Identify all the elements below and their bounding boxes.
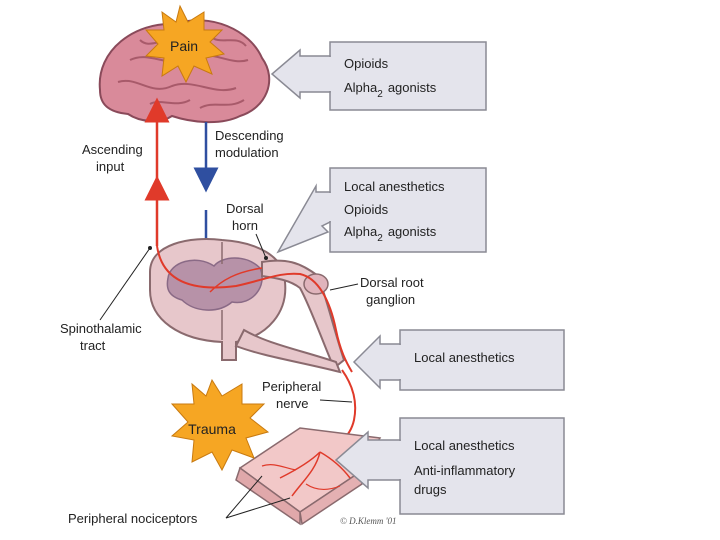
brain-box-line1: Opioids [344,56,389,71]
ascending-label-line1: Ascending [82,142,143,157]
nerve-leader [319,399,353,403]
descending-label-line1: Descending [215,128,284,143]
nerve-label-line2: nerve [276,396,309,411]
periphery-box-line3: drugs [414,482,447,497]
skin-tissue [235,427,382,526]
periphery-box-line1: Local anesthetics [414,438,515,453]
nociceptors-leader-b [225,497,291,519]
dorsal-horn-leader [255,233,267,259]
pain-label: Pain [170,38,198,54]
trauma-label: Trauma [188,421,236,437]
spinothalamic-label-line2: tract [80,338,106,353]
spinal-box-line1: Local anesthetics [344,179,445,194]
neural-pathway [156,245,353,373]
drg-leader [329,283,359,291]
dorsal-horn-label-line2: horn [232,218,258,233]
descending-label-line2: modulation [215,145,279,160]
spinothalamic-label-line1: Spinothalamic [60,321,142,336]
copyright-text: © D.Klemm '01 [340,516,397,526]
nociceptors-label: Peripheral nociceptors [68,511,198,526]
ascending-label-line2: input [96,159,125,174]
nerve-box-line1: Local anesthetics [414,350,515,365]
spinothalamic-leader [99,247,151,321]
dorsal-horn-label-line1: Dorsal [226,201,264,216]
trauma-starburst: Trauma [170,378,270,472]
nerve-drug-box: Local anesthetics [352,329,565,391]
nociceptors-leader-a [225,475,263,519]
spinal-box-line2: Opioids [344,202,389,217]
periphery-drug-box: Local anesthetics Anti-inflammatory drug… [334,417,565,515]
nerve-label-line1: Peripheral [262,379,321,394]
periphery-box-line2: Anti-inflammatory [414,463,516,478]
dorsal-root-ganglion [234,259,346,374]
drg-label-line1: Dorsal root [360,275,424,290]
drg-label-line2: ganglion [366,292,415,307]
pain-starburst: Pain [144,4,226,84]
